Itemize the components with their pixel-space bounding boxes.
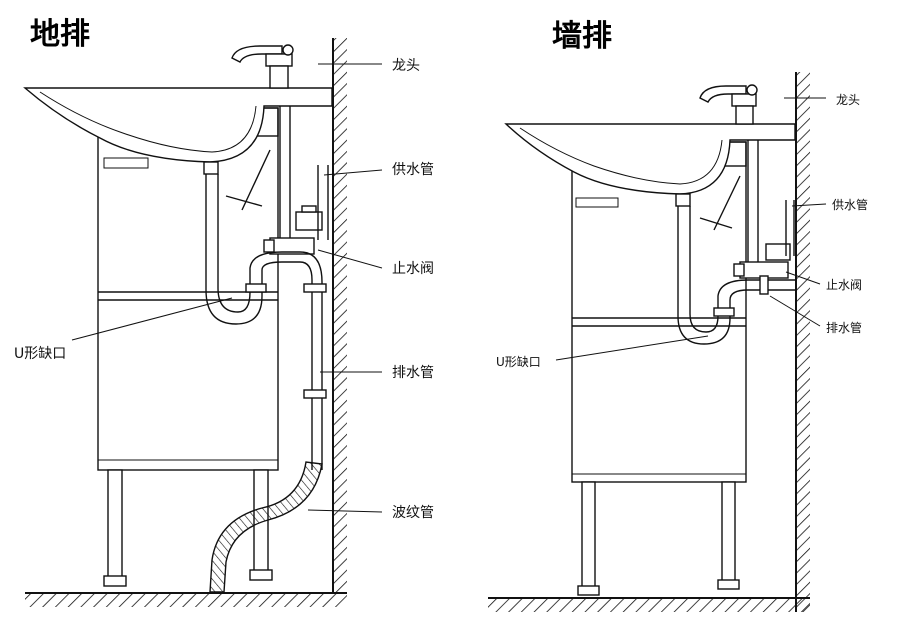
- left-corrugated-hose: [209, 461, 323, 593]
- left-wall: [332, 38, 347, 593]
- right-title: 墙排: [552, 19, 612, 54]
- wall-drain-diagram: 墙排: [488, 19, 868, 612]
- right-sink-basin: [504, 123, 796, 195]
- right-wall: [795, 72, 810, 612]
- left-sink-basin: [23, 87, 333, 163]
- right-label-faucet: 龙头: [836, 93, 860, 107]
- left-label-faucet: 龙头: [392, 58, 420, 74]
- right-label-stop-valve: 止水阀: [826, 278, 862, 292]
- right-drain-u-bend: [675, 193, 796, 345]
- right-cabinet-legs: [577, 481, 740, 596]
- left-ground: [25, 592, 347, 607]
- left-callouts: 龙头 供水管 止水阀 排水管 波纹管 U形缺口: [14, 58, 434, 521]
- left-supply-pipe: [225, 106, 329, 250]
- left-label-u-bend: U形缺口: [14, 346, 66, 362]
- left-label-supply-pipe: 供水管: [392, 162, 434, 178]
- left-stop-valve: [263, 237, 315, 255]
- right-callouts: 龙头 供水管 止水阀 排水管 U形缺口: [496, 93, 868, 369]
- right-label-supply-pipe: 供水管: [832, 197, 868, 212]
- left-label-corrugated-hose: 波纹管: [392, 505, 434, 521]
- left-label-drain-pipe: 排水管: [392, 365, 434, 381]
- left-drain-u-bend: [203, 161, 327, 470]
- floor-drain-diagram: 地排: [14, 17, 434, 607]
- right-label-drain-pipe: 排水管: [826, 320, 862, 335]
- left-title: 地排: [30, 17, 90, 52]
- right-supply-pipe: [699, 140, 795, 270]
- right-label-u-bend: U形缺口: [496, 354, 541, 369]
- left-faucet: [231, 44, 294, 89]
- right-ground: [488, 597, 810, 612]
- left-label-stop-valve: 止水阀: [392, 261, 434, 277]
- right-faucet: [699, 84, 758, 125]
